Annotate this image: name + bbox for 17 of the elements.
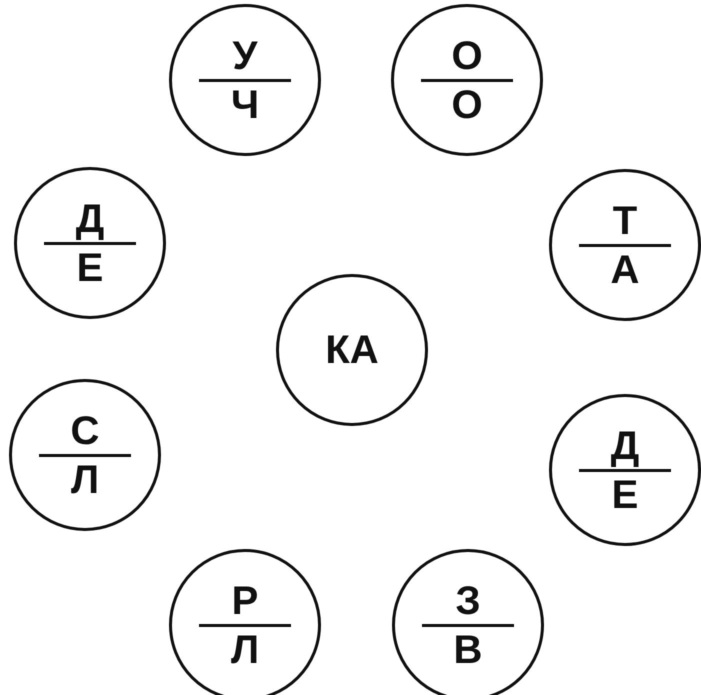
numerator-letter: З bbox=[455, 578, 481, 622]
numerator-letter: У bbox=[232, 34, 258, 78]
denominator-letter: Е bbox=[612, 472, 638, 516]
denominator-letter: В bbox=[454, 628, 482, 672]
denominator-letter: Е bbox=[76, 246, 104, 290]
numerator-letter: Т bbox=[612, 198, 638, 242]
denominator-letter: Ч bbox=[230, 82, 260, 126]
denominator-letter: Л bbox=[70, 458, 100, 502]
numerator-letter: Р bbox=[232, 578, 258, 622]
numerator-letter: О bbox=[451, 34, 483, 78]
numerator-letter: Д bbox=[610, 424, 640, 468]
numerator-letter: Д bbox=[76, 196, 104, 240]
numerator-letter: С bbox=[70, 408, 100, 452]
denominator-letter: А bbox=[610, 248, 640, 292]
center-text: КА bbox=[325, 328, 379, 372]
denominator-letter: Л bbox=[230, 628, 260, 672]
denominator-letter: О bbox=[451, 82, 483, 126]
